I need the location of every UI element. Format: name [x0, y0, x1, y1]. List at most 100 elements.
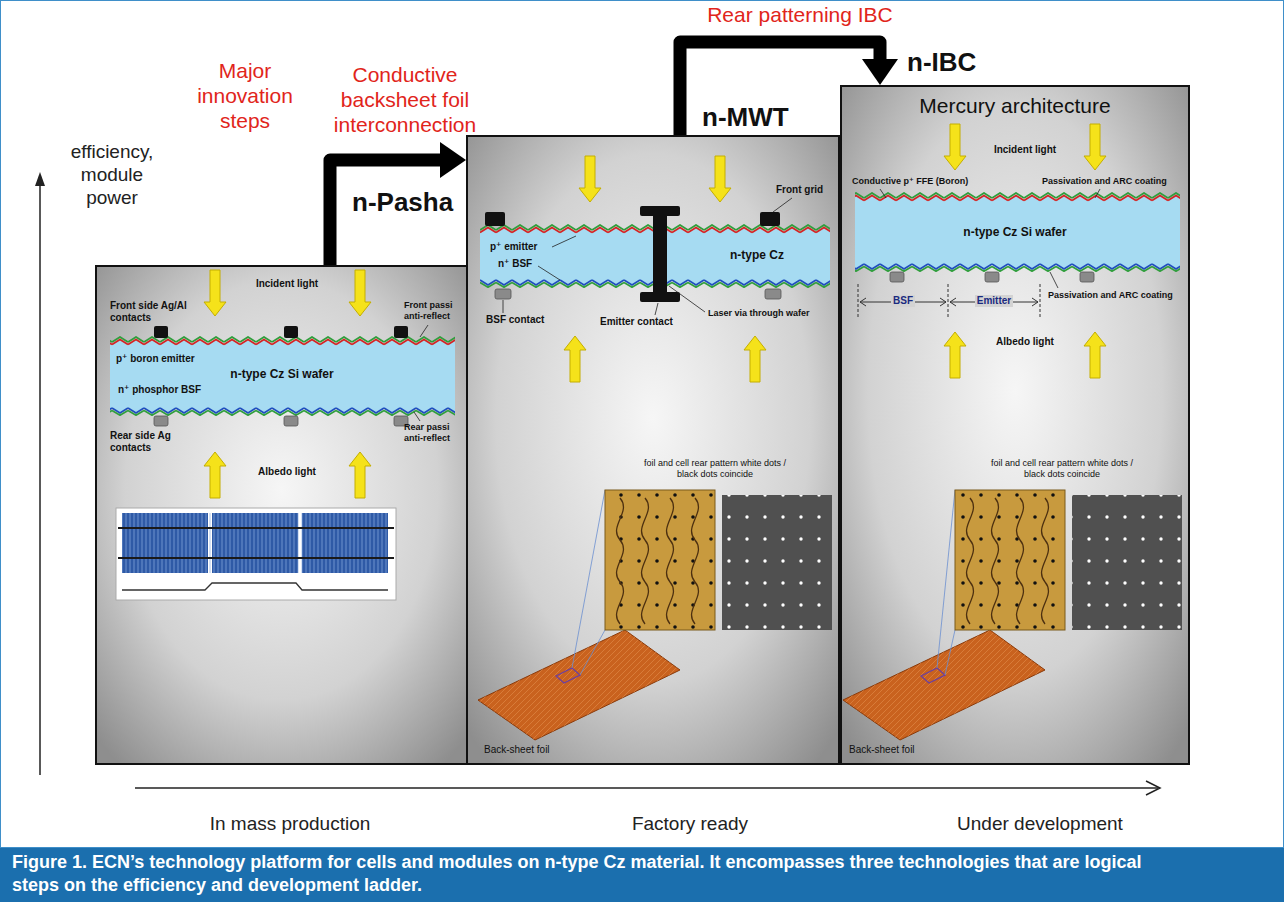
foil-pattern: [1042, 498, 1049, 624]
part-label-holder: Incident light: [256, 278, 318, 290]
cell-string-photo: [122, 513, 388, 573]
leader-line: [880, 189, 886, 198]
technology-panel: n-Pasha: [95, 265, 468, 765]
wafer-cross-section: [855, 208, 1180, 256]
part-label-holder: In mass production: [210, 812, 371, 835]
rear-contact: [495, 289, 511, 299]
rear-contact: [284, 416, 298, 426]
part-label: Emitter contact: [600, 316, 673, 328]
leader-line: [1050, 272, 1058, 288]
light-arrow: [709, 156, 731, 202]
part-label: n-type Cz Si wafer: [963, 225, 1066, 239]
cell-string-photo: [122, 583, 388, 590]
rear-contact: [890, 272, 904, 282]
part-label: Albedo light: [996, 336, 1054, 348]
light-arrow: [1084, 124, 1106, 170]
part-label: Factory ready: [632, 812, 748, 835]
part-label-holder: Incident light: [994, 144, 1056, 156]
part-label-holder: Back-sheet foil: [849, 744, 915, 756]
cell-string-photo: [116, 508, 396, 600]
part-label-holder: Rear passi anti-reflect: [404, 422, 466, 444]
cell-string-photo: [118, 527, 394, 529]
part-label-holder: Laser via through wafer: [708, 308, 810, 319]
dimension-marker: [1040, 284, 1041, 318]
leader-line: [773, 198, 792, 212]
technology-panel: n-MWT: [466, 135, 840, 765]
backsheet-foil: [580, 630, 605, 675]
part-label-holder: Major innovation steps: [188, 58, 303, 133]
front-contact: [154, 326, 168, 338]
foil-pattern: [967, 498, 974, 624]
part-label: n⁺ phosphor BSF: [118, 384, 201, 396]
part-label: foil and cell rear pattern white dots / …: [640, 458, 790, 480]
cell-rear-pattern: [722, 495, 832, 630]
panel-background: [95, 265, 468, 765]
edge-label-holder: Rear patterning IBC: [707, 2, 893, 27]
foil-pattern: [955, 490, 1065, 630]
part-label: Rear side Ag contacts: [110, 430, 190, 454]
cell-rear-pattern: [722, 495, 832, 630]
part-label-holder: Conductive p⁺ FFE (Boron): [852, 176, 968, 187]
part-label-holder: n-type Cz: [730, 248, 784, 262]
backsheet-foil: [478, 630, 680, 740]
part-label: n-type Cz Si wafer: [230, 367, 333, 381]
axis-arrow: [1146, 781, 1160, 795]
light-arrow: [204, 452, 226, 498]
backsheet-foil: [945, 630, 955, 675]
part-label-holder: Under development: [957, 812, 1123, 835]
light-arrow: [349, 270, 371, 316]
part-label-holder: Front side Ag/Al contacts: [110, 300, 190, 324]
rear-contact: [154, 416, 168, 426]
wafer-cross-section: [110, 400, 455, 416]
leader-line: [414, 325, 428, 421]
foil-pattern: [642, 498, 649, 624]
part-label-holder: Passivation and ARC coating: [1042, 176, 1167, 187]
cell-rear-pattern: [722, 495, 832, 630]
part-label: Emitter: [975, 295, 1013, 307]
panel-heading-holder: n-IBC: [907, 47, 976, 78]
dimension-marker: [950, 298, 956, 306]
part-label-holder: n⁺ phosphor BSF: [118, 384, 201, 396]
arrow-head: [440, 142, 466, 178]
foil-pattern: [605, 490, 715, 630]
part-label-holder: Passivation and ARC coating: [1048, 290, 1173, 301]
figure-frame: [1, 1, 1284, 848]
part-label: Rear passi anti-reflect: [404, 422, 466, 444]
cell-rear-pattern: [1072, 495, 1182, 630]
foil-pattern: [955, 490, 1065, 630]
foil-pattern: [692, 498, 699, 624]
panel-background: [95, 85, 1190, 765]
foil-pattern: [955, 490, 1065, 630]
rear-contact: [890, 272, 1094, 282]
part-label: p⁺ boron emitter: [116, 353, 195, 365]
part-label: efficiency, module power: [62, 140, 162, 209]
backsheet-foil: [843, 630, 1045, 740]
light-arrow: [944, 332, 966, 378]
foil-pattern: [1017, 498, 1024, 624]
axis-arrow: [135, 787, 1158, 789]
panel-heading-holder: n-Pasha: [352, 187, 453, 218]
dimension-marker: [940, 298, 946, 306]
wafer-cross-section: [110, 336, 455, 416]
leader-line: [880, 189, 1100, 288]
via-contact: [653, 214, 667, 296]
light-arrow: [944, 124, 1106, 378]
panel-subtitle: Mercury architecture: [842, 93, 1188, 118]
light-arrow: [349, 452, 371, 498]
edge-label: Conductive backsheet foil interconnectio…: [325, 62, 485, 137]
part-label: Major innovation steps: [188, 58, 303, 133]
part-label-holder: BSF: [891, 295, 915, 307]
innovation-arrow: [680, 42, 898, 135]
part-label-holder: Factory ready: [632, 812, 748, 835]
edge-label: Rear patterning IBC: [707, 2, 893, 27]
caption-bar: [0, 848, 1284, 902]
innovation-arrow: [330, 142, 466, 265]
part-label-holder: Emitter: [975, 295, 1013, 307]
front-contact: [760, 212, 780, 226]
dimension-marker: [948, 284, 949, 318]
part-label-holder: BSF contact: [486, 314, 544, 326]
part-label-holder: Albedo light: [258, 466, 316, 478]
dimension-marker: [1032, 298, 1038, 306]
backsheet-foil: [921, 668, 945, 683]
part-label-holder: n-type Cz Si wafer: [963, 225, 1066, 239]
